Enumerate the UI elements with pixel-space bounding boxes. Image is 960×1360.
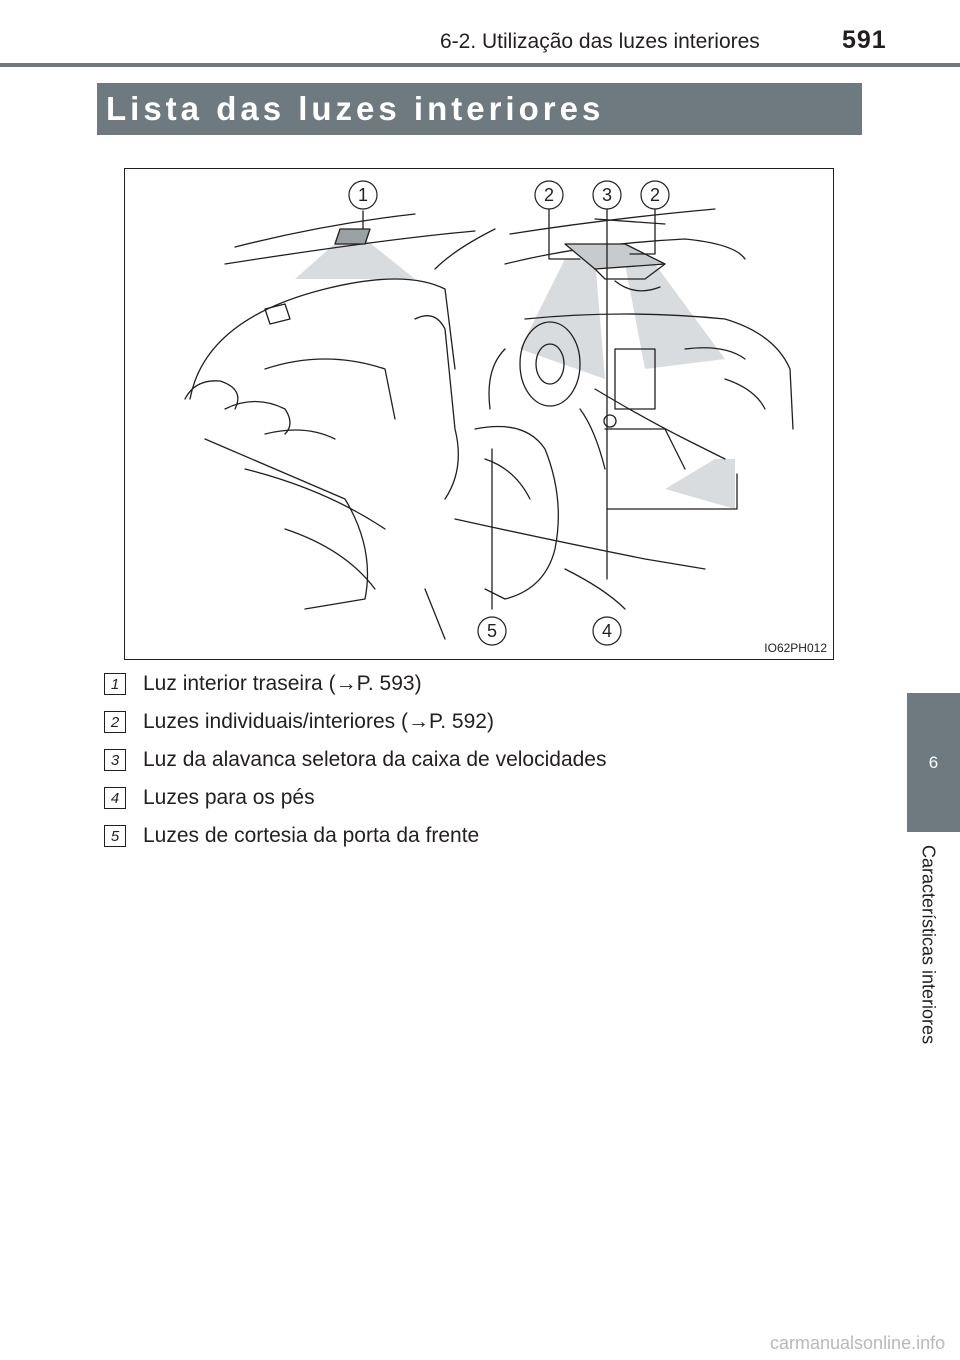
legend-number: 1 [104,673,126,695]
legend-item: 2 Luzes individuais/interiores (→P. 592) [104,706,804,738]
callout-2-left: 2 [544,185,554,205]
section-title-banner: Lista das luzes interiores [97,83,862,135]
chapter-number: 6 [928,752,939,772]
legend-item: 1 Luz interior traseira (→P. 593) [104,668,804,700]
legend-number: 4 [104,787,126,809]
header-divider [0,63,960,67]
legend-number: 2 [104,711,126,733]
legend-item: 3 Luz da alavanca seletora da caixa de v… [104,744,804,776]
section-title: Lista das luzes interiores [106,90,605,127]
callout-2-right: 2 [650,185,660,205]
legend-label: Luzes para os pés [143,786,315,809]
car-interior-illustration: 1 2 3 2 5 4 [184,180,794,646]
chapter-label-text: Características interiores [918,845,939,1045]
legend-item: 4 Luzes para os pés [104,782,804,814]
callout-1: 1 [358,185,368,205]
legend-number: 5 [104,825,126,847]
watermark: carmanualsonline.info [770,1333,946,1353]
legend-label: Luz da alavanca seletora da caixa de vel… [143,748,607,771]
callout-5: 5 [487,621,497,641]
page-number: 591 [842,26,887,54]
chapter-tab: 6 [907,693,960,832]
callout-3: 3 [602,185,612,205]
legend-label: Luzes individuais/interiores (→P. 592) [143,710,494,733]
callout-4: 4 [602,621,612,641]
legend-number: 3 [104,749,126,771]
legend-label: Luzes de cortesia da porta da frente [143,824,480,847]
legend-item: 5 Luzes de cortesia da porta da frente [104,820,804,852]
legend-label: Luz interior traseira (→P. 593) [143,672,422,695]
chapter-label: Características interiores [913,845,943,1044]
interior-lights-figure: 1 2 3 2 5 4 IO62PH012 [124,168,834,660]
running-header-section: 6-2. Utilização das luzes interiores [440,30,760,53]
figure-code: IO62PH012 [764,641,827,655]
